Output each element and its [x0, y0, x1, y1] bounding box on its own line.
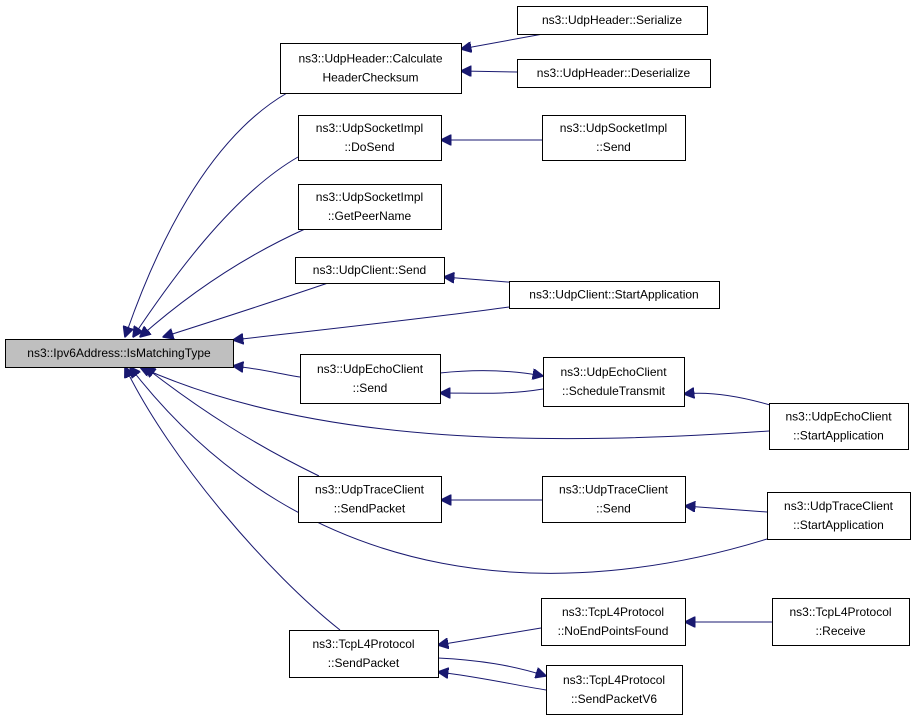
- node-label: ::SendPacket: [328, 656, 400, 670]
- node-tracesendpkt[interactable]: ns3::UdpTraceClient::SendPacket: [298, 476, 442, 523]
- node-label: ns3::TcpL4Protocol: [789, 605, 891, 619]
- node-clientstart[interactable]: ns3::UdpClient::StartApplication: [509, 281, 720, 309]
- edges-layer: [125, 33, 781, 691]
- node-label: ::SendPacketV6: [571, 692, 657, 706]
- node-box: [289, 630, 439, 678]
- node-box: [542, 476, 686, 523]
- node-label: ::ScheduleTransmit: [562, 384, 666, 398]
- edge-echosend-to-ismatchingtype: [233, 366, 301, 378]
- node-box: [772, 598, 910, 646]
- node-label: ns3::UdpTraceClient: [784, 499, 894, 513]
- edge-sockdosend-to-ismatchingtype: [133, 156, 299, 337]
- edge-echostart-to-ismatchingtype: [140, 367, 770, 440]
- node-label: ::GetPeerName: [328, 209, 412, 223]
- node-label: ::DoSend: [344, 140, 394, 154]
- edge-calcheaderchecksum-to-ismatchingtype: [125, 92, 288, 337]
- node-socksend[interactable]: ns3::UdpSocketImpl::Send: [542, 115, 686, 161]
- node-ismatchingtype[interactable]: ns3::Ipv6Address::IsMatchingType: [5, 339, 234, 368]
- node-box: [767, 492, 911, 540]
- node-box: [298, 184, 442, 230]
- node-tcpnoend[interactable]: ns3::TcpL4Protocol::NoEndPointsFound: [541, 598, 686, 646]
- node-box: [509, 281, 720, 309]
- node-tcprecv[interactable]: ns3::TcpL4Protocol::Receive: [772, 598, 910, 646]
- node-label: ns3::UdpEchoClient: [317, 362, 424, 376]
- node-echosched[interactable]: ns3::UdpEchoClient::ScheduleTransmit: [543, 357, 685, 407]
- node-box: [517, 6, 708, 35]
- node-label: ns3::UdpClient::Send: [313, 263, 426, 277]
- node-box: [546, 665, 683, 715]
- node-tracesend[interactable]: ns3::UdpTraceClient::Send: [542, 476, 686, 523]
- node-label: ns3::TcpL4Protocol: [562, 605, 664, 619]
- node-tcpsendv6[interactable]: ns3::TcpL4Protocol::SendPacketV6: [546, 665, 683, 715]
- node-label: HeaderChecksum: [322, 71, 418, 85]
- edge-getpeername-to-ismatchingtype: [140, 228, 306, 337]
- edge-clientstart-to-clientsend: [444, 277, 521, 284]
- node-label: ns3::TcpL4Protocol: [312, 637, 414, 651]
- edge-echosend-to-echosched: [439, 371, 543, 376]
- edge-tcpsendpkt-to-ismatchingtype: [125, 367, 341, 631]
- node-box: [295, 257, 445, 284]
- node-box: [517, 59, 711, 88]
- node-box: [298, 115, 442, 161]
- node-label: ::StartApplication: [793, 429, 884, 443]
- node-label: ns3::UdpClient::StartApplication: [529, 288, 698, 302]
- node-label: ns3::UdpSocketImpl: [560, 121, 667, 135]
- node-label: ns3::UdpTraceClient: [315, 483, 425, 497]
- node-sockdosend[interactable]: ns3::UdpSocketImpl::DoSend: [298, 115, 442, 161]
- nodes-layer: ns3::Ipv6Address::IsMatchingTypens3::Udp…: [5, 6, 911, 715]
- node-label: ns3::UdpHeader::Calculate: [298, 52, 442, 66]
- node-box: [541, 598, 686, 646]
- node-serialize[interactable]: ns3::UdpHeader::Serialize: [517, 6, 708, 35]
- node-label: ::Send: [596, 140, 631, 154]
- node-label: ns3::UdpEchoClient: [785, 410, 892, 424]
- node-label: ::SendPacket: [334, 502, 406, 516]
- node-label: ns3::UdpEchoClient: [560, 365, 667, 379]
- node-label: ns3::UdpSocketImpl: [316, 190, 423, 204]
- node-label: ns3::Ipv6Address::IsMatchingType: [27, 346, 211, 360]
- node-label: ns3::TcpL4Protocol: [563, 673, 665, 687]
- node-tcpsendpkt[interactable]: ns3::TcpL4Protocol::SendPacket: [289, 630, 439, 678]
- node-box: [542, 115, 686, 161]
- edge-deserialize-to-calcheaderchecksum: [461, 71, 518, 72]
- node-label: ns3::UdpTraceClient: [559, 483, 669, 497]
- edge-tcpnoend-to-tcpsendpkt: [438, 627, 542, 645]
- node-label: ns3::UdpHeader::Serialize: [542, 13, 682, 27]
- edge-clientstart-to-ismatchingtype: [233, 306, 510, 340]
- node-box: [769, 403, 909, 450]
- node-label: ns3::UdpHeader::Deserialize: [537, 66, 691, 80]
- edge-tracestart-to-ismatchingtype: [130, 367, 768, 574]
- edge-tracesendpkt-to-ismatchingtype: [145, 367, 320, 477]
- node-label: ::Send: [596, 502, 631, 516]
- edge-serialize-to-calcheaderchecksum: [461, 33, 544, 49]
- node-label: ns3::UdpSocketImpl: [316, 121, 423, 135]
- node-deserialize[interactable]: ns3::UdpHeader::Deserialize: [517, 59, 711, 88]
- node-box: [280, 43, 462, 94]
- edge-echosched-to-echosend: [440, 389, 544, 393]
- edge-tracestart-to-tracesend: [685, 506, 768, 513]
- edge-echostart-to-echosched: [684, 393, 781, 409]
- node-clientsend[interactable]: ns3::UdpClient::Send: [295, 257, 445, 284]
- node-echostart[interactable]: ns3::UdpEchoClient::StartApplication: [769, 403, 909, 450]
- node-echosend[interactable]: ns3::UdpEchoClient::Send: [300, 354, 441, 404]
- edge-clientsend-to-ismatchingtype: [163, 282, 329, 337]
- node-box: [298, 476, 442, 523]
- node-label: ::NoEndPointsFound: [558, 624, 669, 638]
- edge-tcpsendv6-to-tcpsendpkt: [438, 672, 547, 691]
- edge-tcpsendpkt-to-tcpsendv6: [437, 657, 546, 676]
- node-getpeername[interactable]: ns3::UdpSocketImpl::GetPeerName: [298, 184, 442, 230]
- node-label: ::Receive: [815, 624, 865, 638]
- node-label: ::Send: [353, 381, 388, 395]
- node-tracestart[interactable]: ns3::UdpTraceClient::StartApplication: [767, 492, 911, 540]
- node-box: [543, 357, 685, 407]
- node-label: ::StartApplication: [793, 518, 884, 532]
- node-box: [300, 354, 441, 404]
- node-box: [5, 339, 234, 368]
